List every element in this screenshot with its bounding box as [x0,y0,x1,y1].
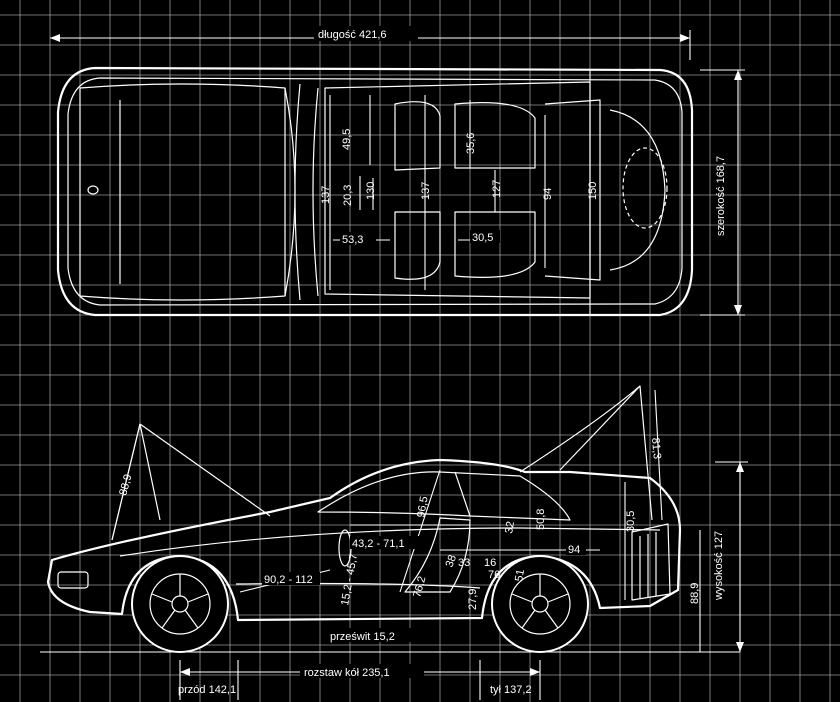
rear-wheel [491,555,589,653]
dim-81-3: 81,3 [649,437,663,459]
dim-50-8: 50,8 [535,509,547,530]
front-bumper-light [57,571,89,589]
dim-76: 76 [488,569,500,581]
ground-clearance-label: prześwit 15,2 [330,631,395,643]
dim-16: 16 [484,557,496,569]
dim-130: 130 [365,182,377,200]
dim-94-side: 94 [568,544,580,556]
rear-spare-wheel-outline [622,147,668,229]
dim-38: 38 [444,553,459,569]
rear-track-label: tył 137,2 [490,684,532,696]
wheelbase-label: rozstaw kół 235,1 [304,667,390,679]
width-label: szerokość 168,7 [715,156,727,236]
front-track-label: przód 142,1 [178,684,236,696]
seat-left-front [394,101,441,171]
dim-49-5: 49,5 [341,129,353,150]
top-view [50,30,745,317]
open-rear-hatch [519,385,653,521]
dim-30-5-top: 30,5 [472,232,493,244]
dim-27-9: 27,9 [467,589,479,610]
front-emblem-icon [87,185,99,195]
dim-35-6: 35,6 [465,133,477,154]
dim-96-5: 96,5 [415,495,431,518]
dim-90-2-112: 90,2 - 112 [264,574,313,586]
seat-right-front [394,211,441,280]
dim-137-right: 137 [420,182,432,200]
dim-88-9-hood: 88,9 [117,473,134,497]
dim-51: 51 [513,568,527,582]
dim-150: 150 [587,182,599,200]
dim-127: 127 [491,180,503,198]
height-label: wysokość 127 [713,531,725,601]
dim-137-left: 137 [320,186,332,204]
dim-32: 32 [503,520,517,534]
top-body-outline [56,66,694,317]
dim-53-3: 53,3 [342,234,363,246]
front-wheel [131,555,229,653]
dim-15-2-45-7: 15,2 - 45,7 [339,553,360,607]
dim-88-9-rear: 88,9 [689,583,701,604]
dim-30-5-side: 30,5 [625,511,637,532]
dim-94-top: 94 [542,188,554,200]
dim-76-2: 76,2 [411,575,428,599]
length-label: długość 421,6 [318,29,387,41]
dim-20-3: 20,3 [342,185,354,206]
dim-43-2-71-1: 43,2 - 71,1 [352,538,405,550]
dim-33: 33 [458,557,470,569]
